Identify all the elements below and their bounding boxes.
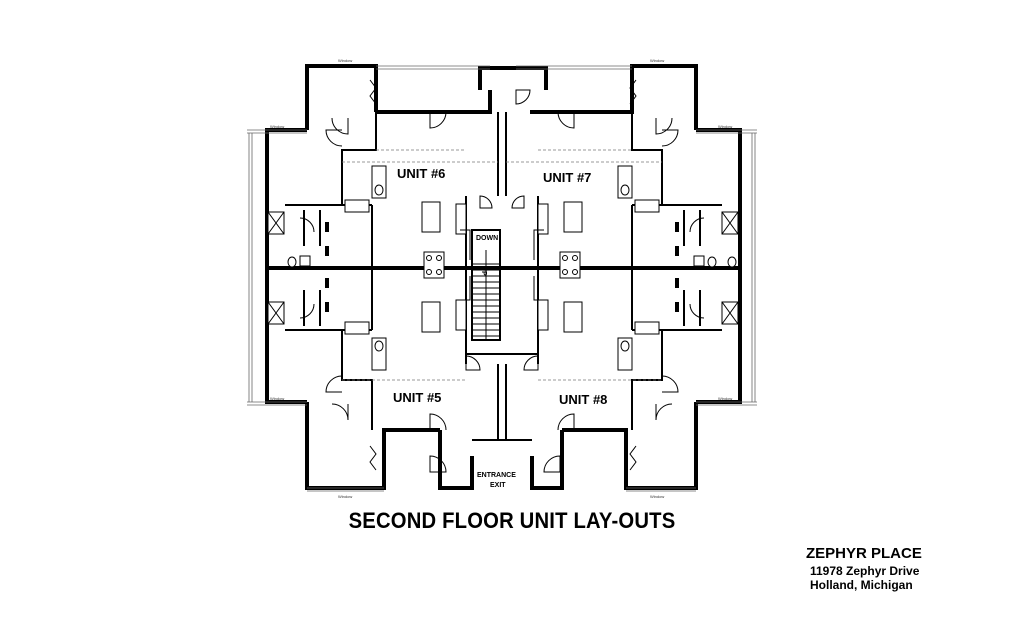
window-labels: Window Window Window Window Window Windo… <box>270 58 732 499</box>
window-label: Window <box>338 58 352 63</box>
window-label: Window <box>650 494 664 499</box>
city-state: Holland, Michigan <box>810 578 913 592</box>
doors <box>299 79 705 473</box>
window-label: Window <box>338 494 352 499</box>
unit-labels: UNIT #6 UNIT #7 UNIT #5 UNIT #8 ENTRANCE… <box>393 166 607 489</box>
exterior-walls <box>265 64 742 490</box>
address-block: ZEPHYR PLACE 11978 Zephyr Drive Holland,… <box>806 545 922 592</box>
page-title: SECOND FLOOR UNIT LAY-OUTS <box>348 508 676 533</box>
window-label: Window <box>270 396 284 401</box>
window-label: Window <box>718 124 732 129</box>
stair-up-label: UP <box>480 266 487 276</box>
stair-down-label: DOWN <box>476 235 498 242</box>
window-label: Window <box>718 396 732 401</box>
windows <box>247 65 757 492</box>
property-name: ZEPHYR PLACE <box>806 545 922 562</box>
unit-8-label: UNIT #8 <box>559 392 607 407</box>
stairwell: DOWN UP <box>471 229 501 341</box>
unit-6-label: UNIT #6 <box>397 166 445 181</box>
street-address: 11978 Zephyr Drive <box>810 564 920 578</box>
window-label: Window <box>650 58 664 63</box>
unit-7-label: UNIT #7 <box>543 170 591 185</box>
dashed-lines <box>342 149 662 381</box>
unit-5-label: UNIT #5 <box>393 390 441 405</box>
window-label: Window <box>270 124 284 129</box>
entrance-label: ENTRANCE <box>477 472 516 479</box>
kitchen-fixtures <box>421 201 583 333</box>
exit-label: EXIT <box>490 482 506 489</box>
bath-fixtures <box>267 165 739 371</box>
